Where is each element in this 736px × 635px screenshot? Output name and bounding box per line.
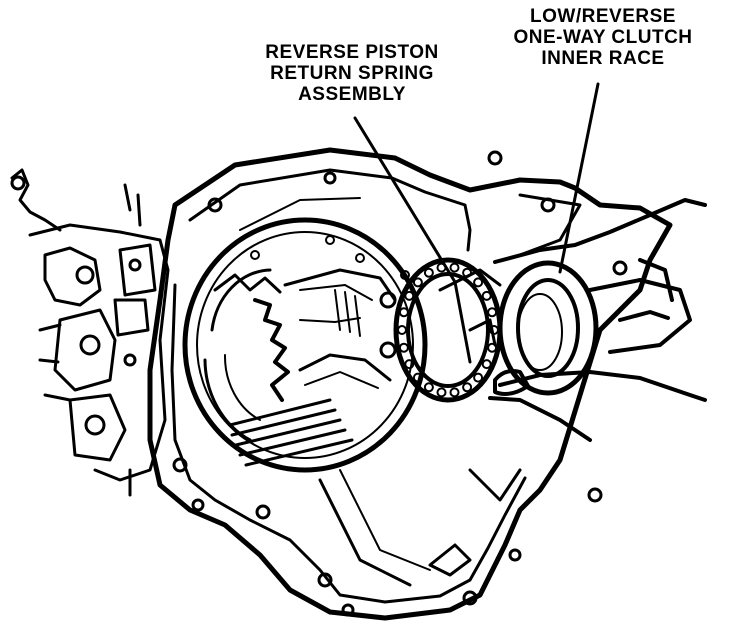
return-spring <box>412 372 423 383</box>
return-spring <box>404 359 415 370</box>
return-spring <box>449 262 460 273</box>
return-spring <box>481 359 492 370</box>
return-spring <box>398 342 409 353</box>
label-reverse-piston-return-spring-assembly: REVERSE PISTON RETURN SPRING ASSEMBLY <box>232 42 472 105</box>
return-spring <box>462 382 473 393</box>
label-line: ASSEMBLY <box>298 84 406 105</box>
hands <box>488 198 707 442</box>
return-spring <box>473 372 484 383</box>
label-line: ONE-WAY CLUTCH <box>513 27 693 48</box>
return-spring <box>398 307 409 318</box>
transmission-case <box>147 147 673 621</box>
return-spring <box>473 277 484 288</box>
return-spring <box>436 387 447 398</box>
label-line: INNER RACE <box>541 48 665 69</box>
label-line: LOW/REVERSE <box>530 6 676 27</box>
leader-lines <box>353 82 600 364</box>
return-spring <box>481 290 492 301</box>
return-spring <box>487 342 498 353</box>
return-spring <box>423 382 434 393</box>
label-line: RETURN SPRING <box>270 63 434 84</box>
valve-body <box>10 168 170 497</box>
return-spring <box>487 307 498 318</box>
return-spring <box>397 325 407 335</box>
label-low-reverse-one-way-clutch-inner-race: LOW/REVERSE ONE-WAY CLUTCH INNER RACE <box>478 6 728 69</box>
return-spring <box>412 277 423 288</box>
flange-bolt-holes <box>172 150 628 617</box>
case-bore <box>182 217 428 473</box>
return-spring <box>404 290 415 301</box>
return-spring <box>449 387 460 398</box>
return-spring <box>423 267 434 278</box>
label-line: REVERSE PISTON <box>265 42 439 63</box>
